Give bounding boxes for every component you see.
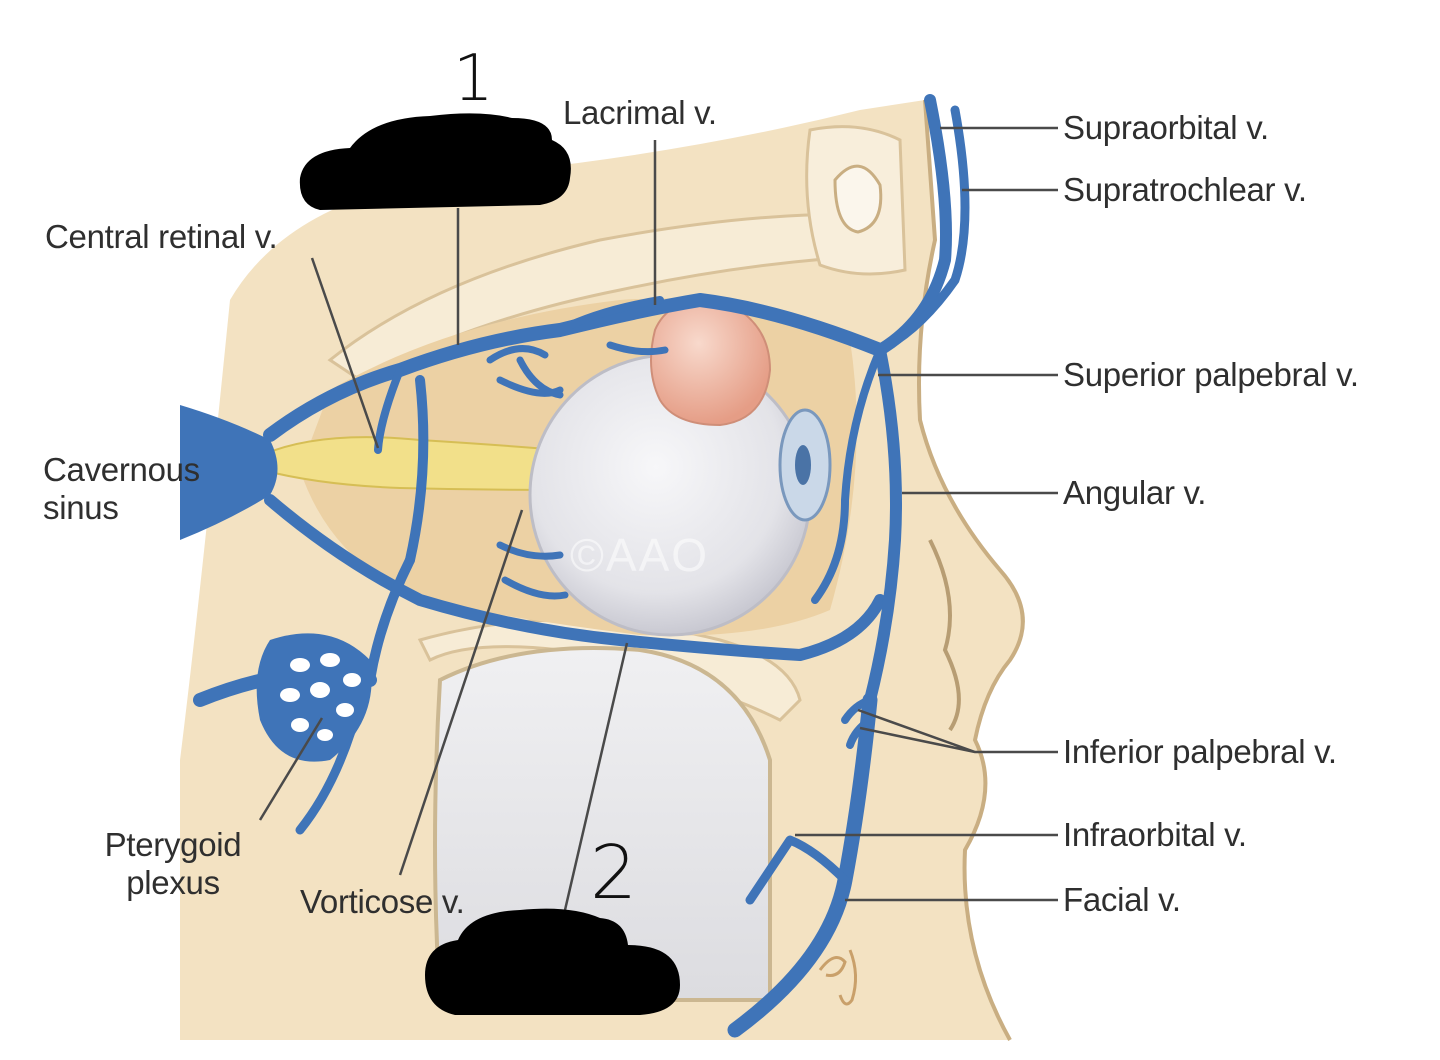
angular-vein	[864, 344, 902, 706]
inferior-palpebral-vein	[841, 696, 874, 749]
nasal-cartilage	[928, 539, 961, 732]
leader-2	[563, 642, 629, 911]
central-retinal-vein-branch	[374, 366, 404, 454]
leader-central-retinal	[310, 257, 380, 449]
lacrimal-vein	[556, 296, 664, 334]
supratrochlear-vein	[875, 105, 970, 355]
pterygoid-plexus-mesh	[256, 633, 372, 762]
annotation-mark-2: 2	[590, 830, 638, 916]
label-pterygoid-plexus-line1: Pterygoid	[104, 826, 242, 863]
pterygoid-connection	[365, 555, 415, 685]
superior-palpebral-vein	[811, 346, 884, 604]
orbital-connecting-vein	[405, 375, 429, 565]
label-facial-vein: Facial v.	[1063, 881, 1181, 918]
label-inferior-palpebral-vein: Inferior palpebral v.	[1063, 733, 1337, 770]
label-vorticose-vein: Vorticose v.	[300, 883, 465, 920]
label-angular-vein: Angular v.	[1063, 474, 1207, 511]
leader-inferior-palpebral	[857, 708, 1058, 754]
annotation-mark-1: 1	[453, 42, 494, 116]
label-infraorbital-vein: Infraorbital v.	[1063, 816, 1247, 853]
inferior-ophthalmic-vein	[264, 494, 886, 661]
leader-vorticose	[398, 509, 524, 876]
vorticose-vein-upper	[516, 356, 564, 399]
label-cavernous-sinus-line2: sinus	[43, 489, 119, 526]
iris	[795, 445, 811, 485]
label-central-retinal-vein: Central retinal v.	[45, 218, 278, 255]
label-superior-palpebral-vein: Superior palpebral v.	[1063, 356, 1359, 393]
label-pterygoid-plexus-line2: plexus	[126, 864, 220, 901]
leader-pterygoid	[258, 717, 324, 821]
label-cavernous-sinus-line1: Cavernous	[43, 451, 200, 488]
frontal-sinus-cavity	[833, 164, 883, 234]
redaction-blob-bottom	[425, 908, 680, 1015]
label-lacrimal-vein: Lacrimal v.	[563, 94, 717, 131]
label-supraorbital-vein: Supraorbital v.	[1063, 109, 1269, 146]
cavernous-sinus-shape	[180, 405, 278, 540]
artist-signature	[818, 949, 857, 1006]
face-profile	[917, 99, 1025, 1041]
venous-network	[193, 94, 970, 1038]
redaction-blob-top	[299, 113, 571, 210]
watermark: ©AAO	[570, 529, 710, 581]
infraorbital-vein	[745, 835, 850, 905]
vorticose-vein-lower	[496, 541, 569, 600]
label-supratrochlear-vein: Supratrochlear v.	[1063, 171, 1307, 208]
leader-lines	[258, 126, 1058, 911]
